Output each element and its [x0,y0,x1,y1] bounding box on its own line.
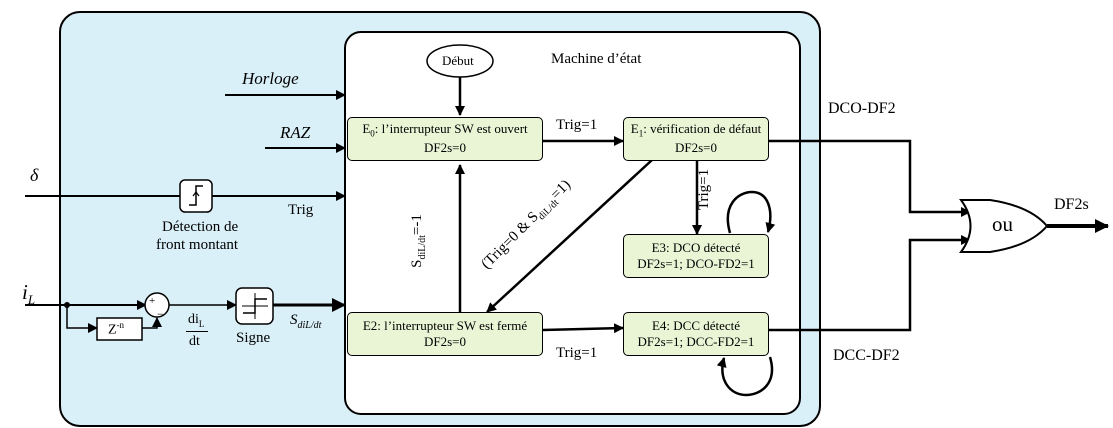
delay-label: Z-n [108,320,125,338]
trig-label: Trig [288,202,314,218]
self-loop-e4 [716,356,774,397]
line-dco [769,139,971,217]
state-machine-title: Machine d’état [551,51,642,67]
edge-detect-label-2: front montant [156,237,239,253]
state-e1: E1: vérification de défaut DF2s=0 [623,117,769,161]
e1-line1: E1: vérification de défaut [630,121,762,140]
il-label: iL [22,280,36,308]
sign-label: Signe [236,330,271,346]
or-gate [959,199,1049,253]
e0-line1: E0: l’interrupteur SW est ouvert [362,121,528,140]
e2-line1: E2: l’interrupteur SW est fermé [362,317,528,333]
deriv-den-label: dt [189,334,200,349]
fraction-bar [186,331,208,332]
state-e3: E3: DCO détecté DF2s=1; DCO-FD2=1 [623,234,769,278]
arrow-e2-e4 [542,323,624,334]
e4-line1: E4: DCC détecté [651,317,741,333]
raz-label: RAZ [280,123,311,142]
dcc-df2-label: DCC-DF2 [833,347,900,364]
e3-line1: E3: DCO détecté [651,239,741,255]
arrow-e1-e2 [486,159,653,313]
e2-line2: DF2s=0 [423,334,466,349]
df2s-output-label: DF2s [1054,196,1089,213]
self-loop-e3 [726,190,776,234]
deriv-num-label: diL [188,312,205,329]
start-label: Début [442,53,474,68]
e4-line2: DF2s=1; DCC-FD2=1 [637,334,755,349]
edge-detect-label-1: Détection de [162,219,239,235]
sum-plus-label: + [149,295,156,307]
state-e0: E0: l’interrupteur SW est ouvert DF2s=0 [347,117,543,161]
sum-minus-label: − [157,307,164,321]
transition-e0-e1-label: Trig=1 [556,117,598,133]
transition-e2-e4-label: Trig=1 [556,345,598,361]
horloge-label: Horloge [242,69,299,88]
e3-line2: DF2s=1; DCO-FD2=1 [637,256,755,271]
state-e2: E2: l’interrupteur SW est fermé DF2s=0 [347,312,543,356]
sign-icon [243,298,267,314]
delta-label: δ [30,165,39,185]
e0-line2: DF2s=0 [423,140,466,156]
state-e4: E4: DCC détecté DF2s=1; DCC-FD2=1 [623,312,769,356]
transition-e2-e0-label: SdiL/dt=-1 [408,214,428,268]
rising-edge-icon [189,185,203,206]
line-dcc [769,235,971,332]
transition-e1-e3-label: Trig=1 [696,168,713,211]
or-gate-label: ou [992,212,1013,236]
dco-df2-label: DCO-DF2 [828,100,896,117]
sdil-label: SdiL/dt [290,312,322,331]
e1-line2: DF2s=0 [674,140,717,156]
delay-block [96,317,143,341]
